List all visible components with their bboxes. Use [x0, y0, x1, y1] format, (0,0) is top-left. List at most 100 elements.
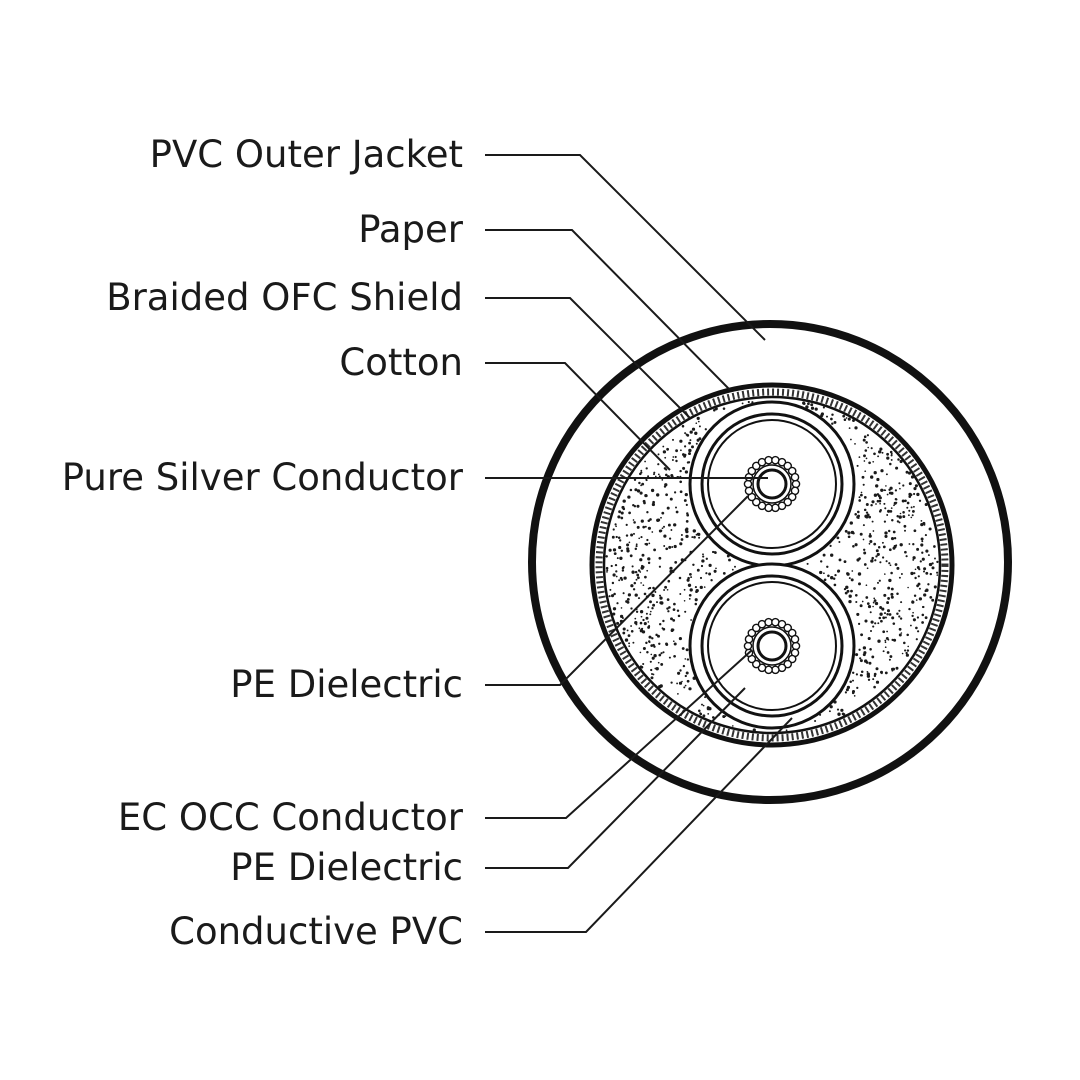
cotton-speckle	[620, 516, 624, 520]
cotton-speckle	[615, 575, 618, 578]
cotton-speckle	[883, 502, 886, 505]
cotton-speckle	[661, 527, 664, 530]
cotton-speckle	[663, 545, 666, 547]
cotton-speckle	[848, 599, 852, 604]
cotton-speckle	[688, 452, 691, 456]
cotton-speckle	[702, 704, 705, 707]
cotton-speckle	[612, 528, 615, 531]
cotton-speckle	[875, 484, 879, 488]
cotton-speckle	[670, 529, 673, 531]
cotton-speckle	[907, 586, 909, 589]
conductor-strand	[743, 641, 753, 651]
cotton-speckle	[640, 469, 643, 472]
cotton-speckle	[668, 606, 671, 609]
cotton-speckle	[892, 546, 896, 550]
cotton-speckle	[864, 449, 868, 452]
cotton-speckle	[891, 667, 894, 671]
cotton-speckle	[889, 450, 893, 454]
cotton-speckle	[686, 513, 690, 517]
cotton-speckle	[680, 538, 684, 541]
cotton-speckle	[841, 712, 845, 716]
cotton-speckle	[672, 438, 674, 441]
cotton-speckle	[675, 459, 678, 463]
cotton-speckle	[690, 576, 693, 579]
cotton-speckle	[711, 550, 715, 554]
cotton-speckle	[608, 595, 611, 598]
conductor-inner-ring	[752, 626, 792, 666]
cotton-speckle	[858, 648, 861, 651]
cotton-speckle	[810, 403, 814, 407]
cotton-speckle	[644, 525, 647, 528]
cotton-speckle	[677, 693, 679, 695]
cotton-speckle	[861, 475, 865, 479]
cotton-speckle	[662, 651, 665, 654]
cotton-speckle	[877, 546, 881, 549]
cotton-speckle	[705, 572, 708, 575]
cotton-speckle	[868, 461, 871, 465]
cotton-speckle	[866, 513, 870, 517]
cotton-speckle	[679, 669, 682, 672]
cotton-speckle	[651, 502, 656, 507]
cotton-speckle	[865, 441, 868, 444]
cotton-speckle	[925, 588, 929, 592]
cotton-speckle	[868, 542, 871, 545]
cotton-speckle	[866, 674, 871, 678]
cotton-speckle	[661, 511, 665, 515]
cotton-speckle	[886, 651, 890, 654]
cotton-speckle	[650, 676, 654, 680]
cotton-speckle	[889, 564, 892, 567]
cotton-speckle	[670, 681, 673, 684]
cotton-speckle	[663, 534, 667, 538]
cotton-speckle	[833, 420, 837, 424]
cotton-speckle	[658, 653, 662, 657]
cotton-speckle	[679, 439, 683, 443]
cotton-speckle	[908, 543, 911, 545]
cotton-speckle	[901, 652, 904, 655]
cotton-speckle	[626, 549, 630, 553]
cotton-speckle	[807, 402, 810, 406]
label-braided-ofc-shield: Braided OFC Shield	[106, 276, 463, 319]
cotton-speckle	[862, 524, 865, 527]
cotton-speckle	[611, 581, 615, 585]
cotton-speckle	[859, 674, 863, 677]
cotton-speckle	[882, 545, 886, 549]
cotton-speckle	[702, 553, 704, 556]
cotton-speckle	[914, 568, 917, 571]
cotton-speckle	[842, 414, 846, 418]
cotton-speckle	[700, 564, 704, 568]
cotton-speckle	[673, 491, 677, 494]
cotton-speckle	[850, 589, 853, 593]
cotton-speckle	[628, 645, 631, 647]
cotton-speckle	[879, 606, 883, 609]
leader-ec-occ-conductor	[485, 649, 753, 819]
cotton-speckle	[658, 475, 661, 478]
cotton-speckle	[618, 545, 622, 550]
cotton-speckle	[698, 536, 701, 539]
cotton-speckle	[686, 434, 690, 437]
cotton-speckle	[698, 425, 701, 428]
cotton-speckle	[903, 524, 907, 528]
cotton-speckle	[866, 602, 870, 605]
cotton-speckle	[632, 588, 636, 591]
cotton-speckle	[862, 646, 867, 650]
cotton-speckle	[639, 571, 642, 573]
cotton-speckle	[859, 532, 863, 536]
cotton-speckle	[674, 561, 678, 564]
cotton-speckle	[873, 599, 877, 602]
cotton-speckle	[918, 597, 923, 601]
cotton-speckle	[884, 639, 887, 642]
cotton-speckle	[897, 458, 900, 461]
ec-occ-conductor	[756, 630, 788, 662]
cotton-speckle	[865, 511, 869, 514]
cotton-speckle	[854, 543, 858, 547]
cotton-speckle	[612, 607, 617, 611]
cotton-speckle	[785, 729, 788, 732]
cotton-speckle	[877, 494, 881, 498]
cotton-speckles	[605, 400, 939, 732]
cotton-speckle	[687, 583, 692, 587]
cotton-speckle	[920, 537, 924, 541]
cotton-speckle	[908, 482, 912, 486]
cotton-speckle	[630, 629, 634, 633]
cotton-speckle	[883, 489, 886, 492]
cotton-speckle	[831, 413, 834, 416]
